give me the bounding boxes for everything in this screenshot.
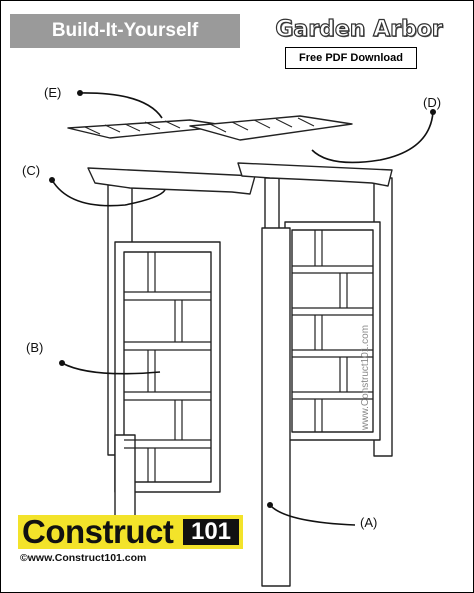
callout-a: (A): [360, 515, 378, 530]
leader-b: [61, 362, 161, 375]
leader-c: [51, 179, 166, 207]
leader-d: [311, 111, 434, 164]
callout-e: (E): [44, 85, 62, 100]
watermark: www.Construct101.com: [360, 324, 371, 430]
leader-e: [79, 92, 163, 119]
front-post-left: [114, 434, 136, 518]
leader-a: [269, 504, 356, 526]
page-title: Garden Arbor: [275, 16, 444, 42]
roof-slat-right: [189, 115, 353, 141]
pdf-download-button[interactable]: Free PDF Download: [285, 47, 417, 69]
callout-d: (D): [423, 95, 442, 110]
callout-c: (C): [22, 163, 41, 178]
side-beam-left: [87, 167, 256, 195]
brand-url[interactable]: ©www.Construct101.com: [20, 552, 147, 564]
callout-b: (B): [26, 340, 44, 355]
brand-logo-number: 101: [183, 519, 239, 545]
side-beam-right: [237, 162, 393, 187]
brand-logo: Construct: [22, 513, 174, 550]
front-post-right: [261, 227, 291, 587]
banner: Build-It-Yourself: [10, 14, 240, 48]
